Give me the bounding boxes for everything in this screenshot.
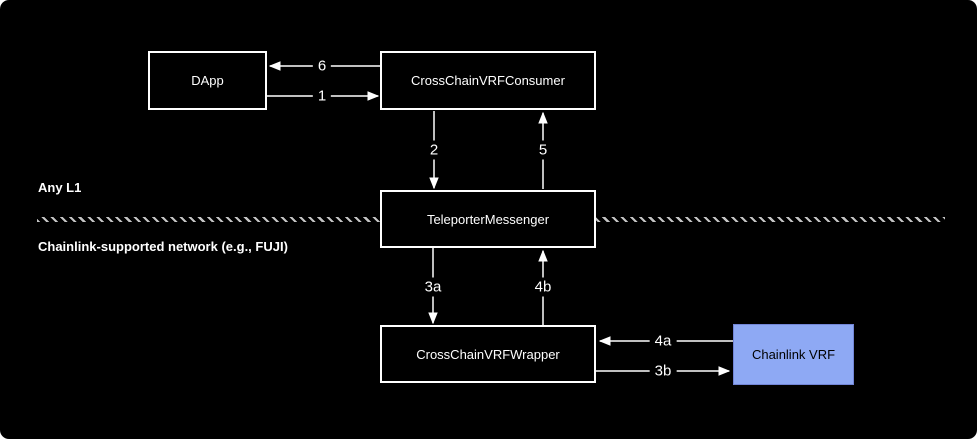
edge-label-5: 5 — [533, 140, 553, 160]
region-label-any-l1: Any L1 — [38, 180, 82, 195]
region-label-chainlink-network: Chainlink-supported network (e.g., FUJI) — [38, 239, 288, 254]
edge-label-3b: 3b — [649, 361, 677, 381]
node-teleportermessenger: TeleporterMessenger — [380, 190, 596, 248]
node-crosschainvrfconsumer-label: CrossChainVRFConsumer — [411, 73, 565, 88]
node-chainlink-vrf: Chainlink VRF — [733, 324, 854, 385]
edge-label-1: 1 — [312, 86, 332, 106]
node-dapp-label: DApp — [191, 73, 224, 88]
node-teleportermessenger-label: TeleporterMessenger — [426, 211, 550, 227]
node-dapp: DApp — [148, 51, 267, 110]
node-crosschainvrfconsumer: CrossChainVRFConsumer — [380, 51, 596, 110]
edge-label-2: 2 — [424, 140, 444, 160]
edge-label-3a: 3a — [419, 277, 447, 297]
node-chainlink-vrf-label: Chainlink VRF — [751, 347, 836, 362]
edge-label-6: 6 — [312, 56, 332, 76]
node-crosschainvrfwrapper-label: CrossChainVRFWrapper — [416, 346, 560, 362]
node-crosschainvrfwrapper: CrossChainVRFWrapper — [380, 325, 596, 383]
edge-label-4a: 4a — [649, 331, 677, 351]
edge-label-4b: 4b — [529, 277, 557, 297]
